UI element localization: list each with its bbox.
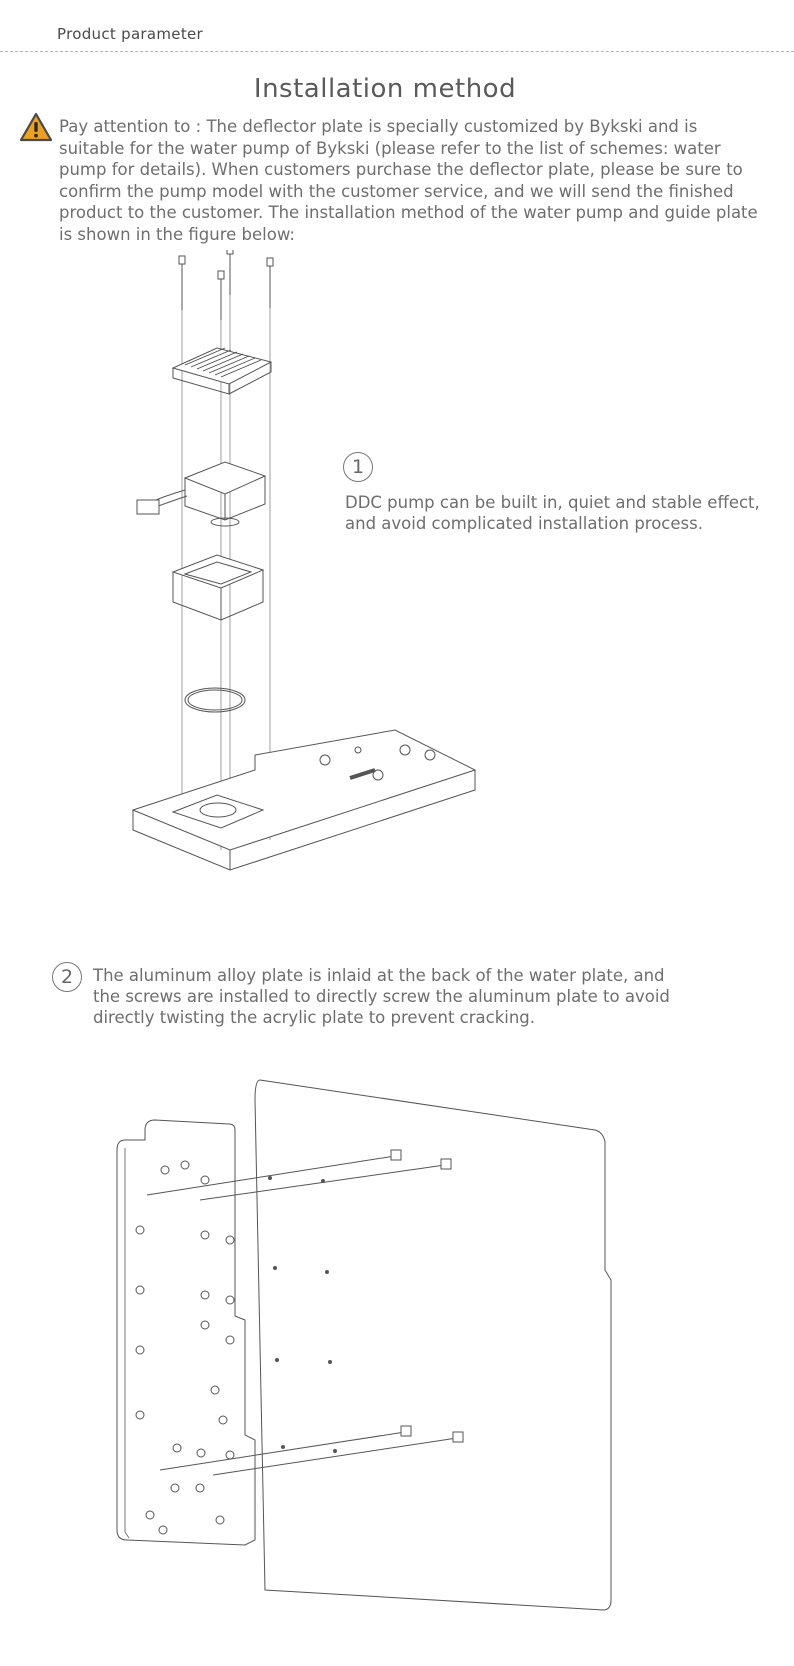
step-2-text: The aluminum alloy plate is inlaid at th… <box>93 966 670 1027</box>
screw-icon <box>146 1149 464 1476</box>
step-2-number: 2 <box>52 962 82 992</box>
step-1-number: 1 <box>343 452 373 482</box>
page-title: Installation method <box>253 74 517 104</box>
step-1-text: DDC pump can be built in, quiet and stab… <box>345 493 760 533</box>
heatsink-cap <box>171 347 273 395</box>
o-ring <box>184 687 246 713</box>
warning-triangle-icon <box>19 112 53 142</box>
plate-assembly-diagram <box>116 1079 612 1611</box>
notice-text: Pay attention to : The deflector plate i… <box>59 117 758 244</box>
water-plate <box>254 1079 612 1611</box>
aluminum-plate <box>116 1119 256 1546</box>
ddc-pump <box>136 461 267 527</box>
pump-assembly-diagram <box>131 250 477 871</box>
screw-icon <box>178 250 274 320</box>
section-header: Product parameter <box>57 25 204 43</box>
deflector-plate <box>131 729 477 871</box>
pump-housing <box>171 554 265 621</box>
header-divider <box>0 51 794 52</box>
